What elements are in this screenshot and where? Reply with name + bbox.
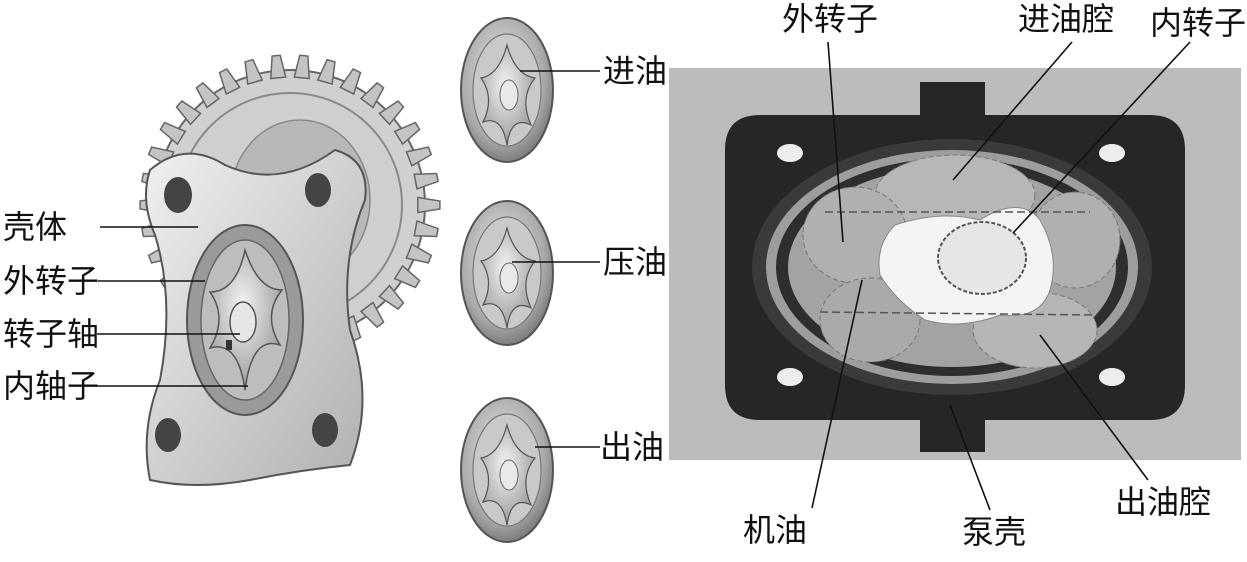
label-intake: 进油	[603, 53, 667, 89]
label-inner-rotor-right: 内转子	[1150, 5, 1246, 41]
label-intake-chamber: 进油腔	[1018, 1, 1114, 37]
bolt-hole-icon	[155, 418, 181, 452]
label-outer-rotor-left: 外转子	[3, 263, 99, 299]
label-discharge: 出油	[600, 429, 664, 465]
bolt-hole-icon	[305, 173, 331, 207]
label-pump-housing: 泵壳	[962, 514, 1026, 550]
left-pump-illustration	[140, 55, 440, 485]
stage-intake	[461, 18, 553, 162]
mount-hole-icon	[1099, 144, 1125, 162]
bolt-hole-icon	[312, 413, 338, 447]
gear-tooth	[245, 60, 262, 84]
mount-hole-icon	[777, 144, 803, 162]
gear-tooth	[294, 55, 309, 78]
label-rotor-shaft: 转子轴	[3, 316, 99, 352]
bolt-hole-icon	[164, 177, 192, 213]
gear-tooth	[414, 174, 438, 189]
label-compress: 压油	[603, 244, 667, 280]
gear-tooth	[414, 221, 438, 236]
label-discharge-chamber: 出油腔	[1115, 484, 1211, 520]
stage-discharge	[461, 398, 553, 542]
mount-hole-icon	[777, 368, 803, 386]
label-outer-rotor-right: 外转子	[782, 1, 878, 37]
gear-tooth	[418, 198, 440, 213]
label-inner-rotor-left: 内轴子	[3, 368, 99, 404]
right-cross-section	[669, 68, 1241, 460]
label-housing: 壳体	[3, 209, 67, 245]
rotor-shaft	[230, 302, 256, 342]
gear-tooth	[318, 60, 335, 84]
stage-compress	[461, 201, 553, 345]
label-engine-oil: 机油	[743, 512, 807, 548]
gear-tooth	[271, 55, 286, 78]
mount-hole-icon	[1099, 368, 1125, 386]
